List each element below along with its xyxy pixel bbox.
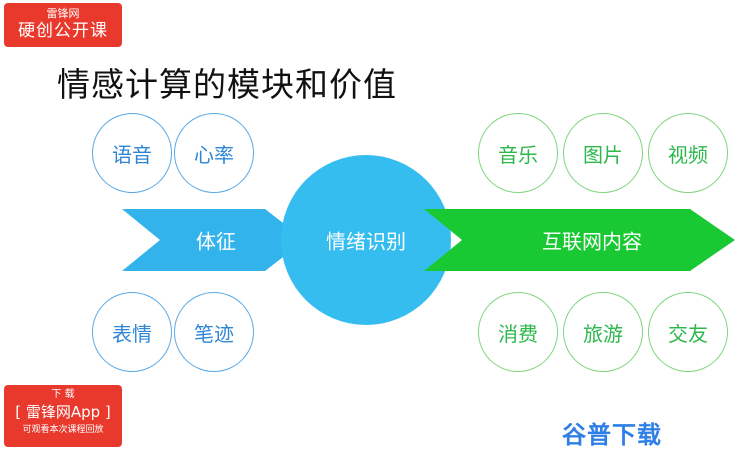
center-circle <box>281 155 451 325</box>
page-title: 情感计算的模块和价值 <box>57 65 397 104</box>
right-arrow-label: 互联网内容 <box>542 229 642 254</box>
replay-note: 可观看本次课程回放 <box>22 425 104 435</box>
right-arrow <box>424 209 735 271</box>
node-video: 视频 <box>648 113 728 193</box>
node-music: 音乐 <box>478 113 558 193</box>
badge-course: 硬创公开课 <box>18 21 108 41</box>
center-label: 情绪识别 <box>326 229 406 254</box>
node-heart-rate: 心率 <box>174 113 254 193</box>
app-download-badge[interactable]: 下 载 [ 雷锋网App ] 可观看本次课程回放 <box>4 385 122 447</box>
node-travel: 旅游 <box>563 292 643 372</box>
leiphone-badge: 雷锋网 硬创公开课 <box>4 3 122 47</box>
badge-brand: 雷锋网 <box>46 7 80 20</box>
node-expression: 表情 <box>92 292 172 372</box>
site-watermark: 谷普下载 <box>562 421 662 449</box>
download-label: 下 载 <box>51 389 75 400</box>
node-handwriting: 笔迹 <box>174 292 254 372</box>
node-consumption: 消费 <box>478 292 558 372</box>
node-picture: 图片 <box>563 113 643 193</box>
left-arrow-label: 体征 <box>196 229 236 254</box>
app-name: [ 雷锋网App ] <box>15 403 111 421</box>
node-voice: 语音 <box>92 113 172 193</box>
left-arrow <box>122 209 305 271</box>
node-social: 交友 <box>648 292 728 372</box>
